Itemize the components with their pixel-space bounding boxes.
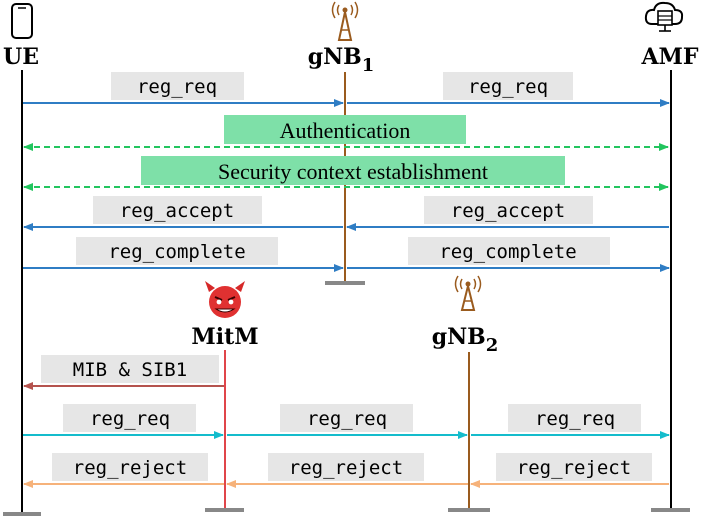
- label-bg: [280, 404, 413, 432]
- label-bg: [111, 72, 244, 100]
- entity-gnb2: gNB2: [432, 324, 499, 356]
- devil-icon: [205, 281, 245, 318]
- label-bg: [408, 237, 610, 265]
- label-bg: [41, 355, 219, 383]
- antenna-tower-icon: [331, 1, 359, 41]
- entity-mitm: MitM: [191, 324, 258, 350]
- phone-icon: [11, 3, 33, 39]
- label-bg: [424, 196, 593, 224]
- proc-authentication: Authentication: [280, 118, 411, 143]
- label-bg: [443, 72, 573, 100]
- msg-reg-req-3: reg_req: [90, 408, 170, 430]
- label-bg: [508, 404, 641, 432]
- msg-reg-accept-1: reg_accept: [120, 200, 234, 222]
- label-bg: [93, 196, 262, 224]
- msg-mib-sib1: MIB & SIB1: [73, 359, 187, 381]
- msg-reg-req-5: reg_req: [535, 408, 615, 430]
- label-bg: [52, 453, 208, 481]
- antenna-tower-icon: [454, 275, 482, 311]
- msg-reg-req-1: reg_req: [137, 76, 217, 98]
- msg-reg-reject-3: reg_reject: [517, 457, 631, 479]
- msg-reg-reject-1: reg_reject: [73, 457, 187, 479]
- msg-reg-accept-2: reg_accept: [451, 200, 565, 222]
- authentication-box: [224, 115, 466, 144]
- entity-amf: AMF: [640, 44, 698, 70]
- msg-reg-complete-1: reg_complete: [108, 241, 245, 263]
- cloud-server-icon: [644, 1, 684, 32]
- label-bg: [496, 453, 652, 481]
- proc-security-context: Security context establishment: [218, 159, 488, 184]
- msg-reg-req-4: reg_req: [307, 408, 387, 430]
- label-bg: [76, 237, 278, 265]
- msg-reg-reject-2: reg_reject: [289, 457, 403, 479]
- security-context-box: [141, 156, 565, 185]
- label-bg: [268, 453, 424, 481]
- msg-reg-complete-2: reg_complete: [439, 241, 576, 263]
- entity-ue: UE: [3, 44, 39, 70]
- entity-gnb1: gNB1: [308, 44, 375, 76]
- label-bg: [63, 404, 196, 432]
- msg-reg-req-2: reg_req: [468, 76, 548, 98]
